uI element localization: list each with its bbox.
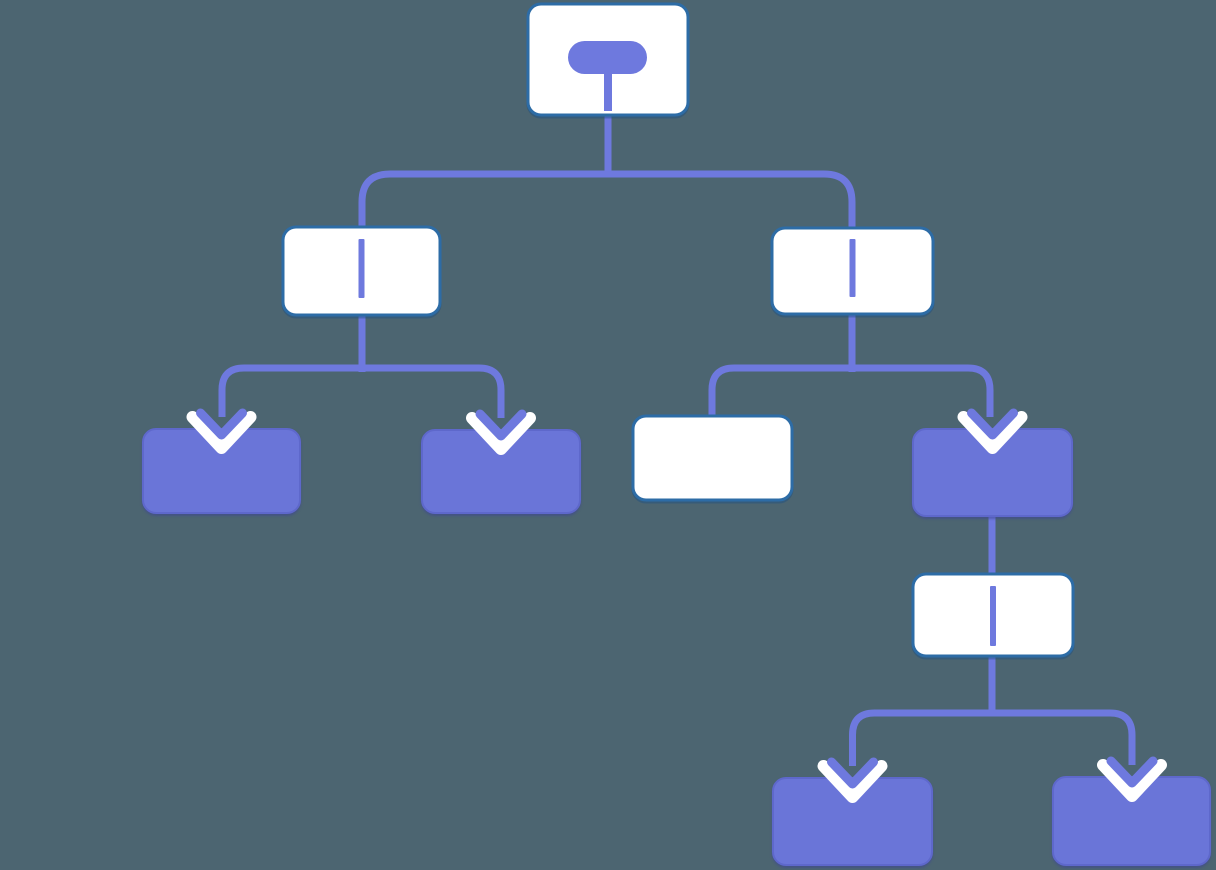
edge-level2-rail[interactable] [358,170,856,232]
root-pill-stem [604,70,612,111]
chevron-white-stroke [1097,759,1167,802]
collapse-chevron-icon[interactable] [957,408,1028,454]
chevron-white-stroke [466,412,536,455]
pass-through-line [358,239,365,298]
collapse-chevron-icon[interactable] [817,757,888,803]
node-empty-leaf[interactable] [631,414,794,502]
edge-bottom-subtree-rail[interactable] [849,709,1136,766]
chevron-purple-arrowhead [1106,756,1158,788]
chevron-purple-arrowhead [475,409,527,441]
pass-through-line [990,586,996,646]
chevron-purple-arrowhead [967,408,1018,440]
root-topic-pill[interactable] [568,41,647,74]
chevron-white-stroke [817,760,888,803]
chevron-purple-arrowhead [827,757,878,789]
edge-right-subtree-rail[interactable] [708,364,994,421]
edges-layer [218,108,1136,766]
chevron-white-stroke [957,411,1028,454]
pass-through-line [849,239,856,297]
collapse-arrows-layer [186,408,1167,803]
collapse-chevron-icon[interactable] [186,408,257,454]
chevron-purple-arrowhead [196,408,247,440]
edge-left-subtree-rail[interactable] [218,364,505,418]
nodes-layer [142,2,1211,866]
chevron-white-stroke [186,411,257,454]
collapse-chevron-icon[interactable] [1097,756,1167,802]
collapse-chevron-icon[interactable] [466,409,536,455]
